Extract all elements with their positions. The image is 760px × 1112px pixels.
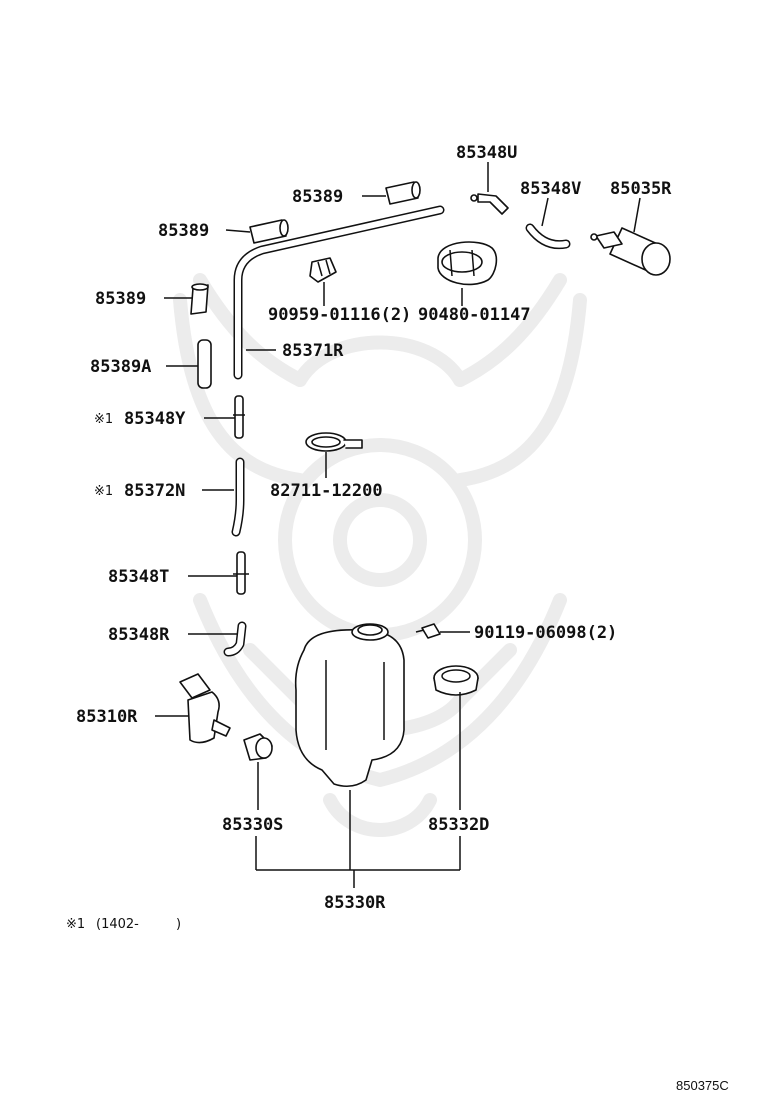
label-90959: 90959-01116(2) — [268, 305, 411, 325]
cap-85332D-drawing — [433, 665, 479, 696]
label-85332D: 85332D — [428, 815, 489, 835]
label-90119: 90119-06098(2) — [474, 623, 617, 643]
note-mark-85372N: ※1 — [94, 484, 113, 499]
tube-85389-mid-drawing — [249, 219, 289, 244]
label-82711: 82711-12200 — [270, 481, 383, 501]
label-85035R: 85035R — [610, 179, 672, 199]
label-85389-mid: 85389 — [158, 221, 209, 241]
tube-85389-left-drawing — [190, 283, 209, 315]
label-90480: 90480-01147 — [418, 305, 531, 325]
pump-85310R-drawing — [179, 673, 231, 744]
footnote-mark: ※1 — [66, 917, 85, 932]
label-85348T: 85348T — [108, 567, 169, 587]
hose-85372N-drawing — [231, 457, 245, 537]
label-85372N: 85372N — [124, 481, 185, 501]
label-85348U: 85348U — [456, 143, 517, 163]
connector-85348U-drawing — [470, 193, 509, 215]
hose-85371R-drawing — [233, 205, 445, 380]
label-85389-left: 85389 — [95, 289, 146, 309]
label-85330R: 85330R — [324, 893, 386, 913]
grommet-85330S-drawing — [243, 733, 273, 761]
label-85348V: 85348V — [520, 179, 581, 199]
note-mark-85348Y: ※1 — [94, 412, 113, 427]
leader-lines — [155, 162, 641, 888]
clip-90959-drawing — [309, 257, 337, 283]
label-85389-top: 85389 — [292, 187, 343, 207]
tube-85389-top-drawing — [385, 181, 421, 205]
hose-85348V-drawing — [525, 223, 571, 250]
label-85348R: 85348R — [108, 625, 170, 645]
motor-85035R-drawing — [590, 227, 671, 276]
grommet-90480-drawing — [437, 241, 498, 286]
diagram-code: 850375C — [676, 1078, 729, 1093]
tube-85389A-drawing — [197, 339, 212, 389]
label-85371R: 85371R — [282, 341, 344, 361]
label-85330S: 85330S — [222, 815, 283, 835]
connector-85348Y-drawing — [233, 395, 245, 439]
label-85310R: 85310R — [76, 707, 138, 727]
label-85348Y: 85348Y — [124, 409, 186, 429]
clamp-82711-drawing — [305, 432, 363, 452]
elbow-85348R-drawing — [223, 621, 247, 657]
screw-90119-drawing — [415, 623, 441, 639]
connector-85348T-drawing — [233, 551, 249, 595]
label-85389A: 85389A — [90, 357, 151, 377]
tank-85330R-drawing — [294, 623, 405, 788]
footnote-range: (1402- — [96, 917, 139, 932]
footnote-close: ) — [176, 917, 181, 932]
